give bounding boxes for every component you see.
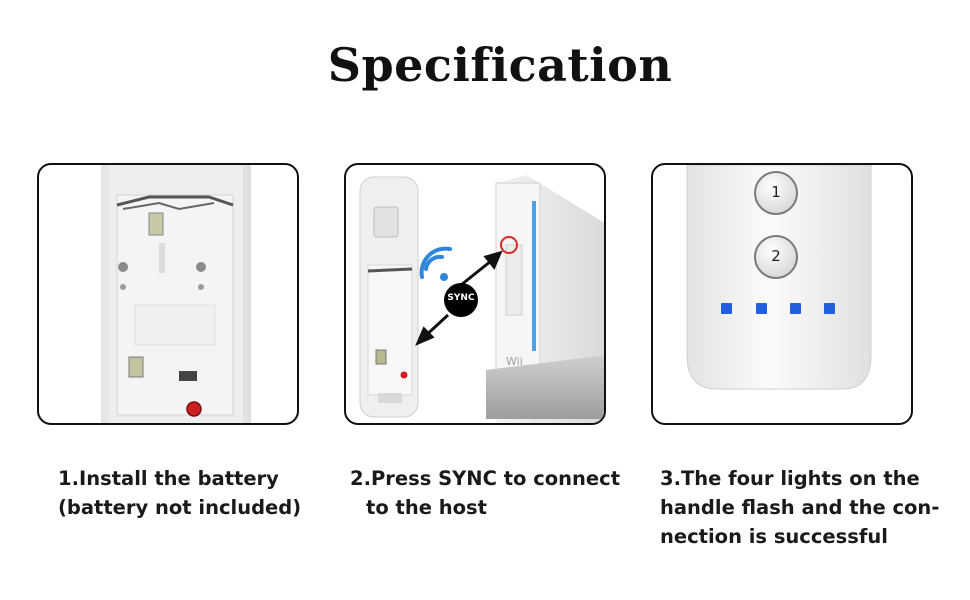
caption-line: nection is successful (660, 525, 888, 548)
console-logo: Wii (506, 355, 523, 368)
step-1-caption: 1.Install the battery (battery not inclu… (58, 464, 301, 522)
caption-line: (battery not included) (58, 496, 302, 519)
step-3-caption: 3.The four lights on the handle flash an… (660, 464, 939, 551)
step-2-image: SYNC Wii (344, 163, 606, 425)
battery-compartment-illustration (101, 165, 251, 423)
button-1-label: 1 (771, 183, 781, 201)
caption-line: 3.The four lights on the (660, 467, 920, 490)
step-2-caption: 2.Press SYNC to connect to the host (350, 464, 620, 522)
step-3-image: 1 2 (651, 163, 913, 425)
caption-line: 2.Press SYNC to connect (350, 467, 621, 490)
button-2-label: 2 (771, 247, 781, 265)
remote-leds-illustration (686, 165, 872, 390)
step-1-image (37, 163, 299, 425)
wireless-signal-icon (419, 246, 452, 279)
caption-line: 1.Install the battery (58, 467, 279, 490)
caption-line: handle flash and the con- (660, 496, 940, 519)
sync-button-label: SYNC (447, 293, 475, 303)
page-title: Specification (327, 38, 673, 92)
led-indicators (721, 303, 835, 314)
caption-line: to the host (366, 496, 487, 519)
sync-illustration (359, 175, 604, 423)
